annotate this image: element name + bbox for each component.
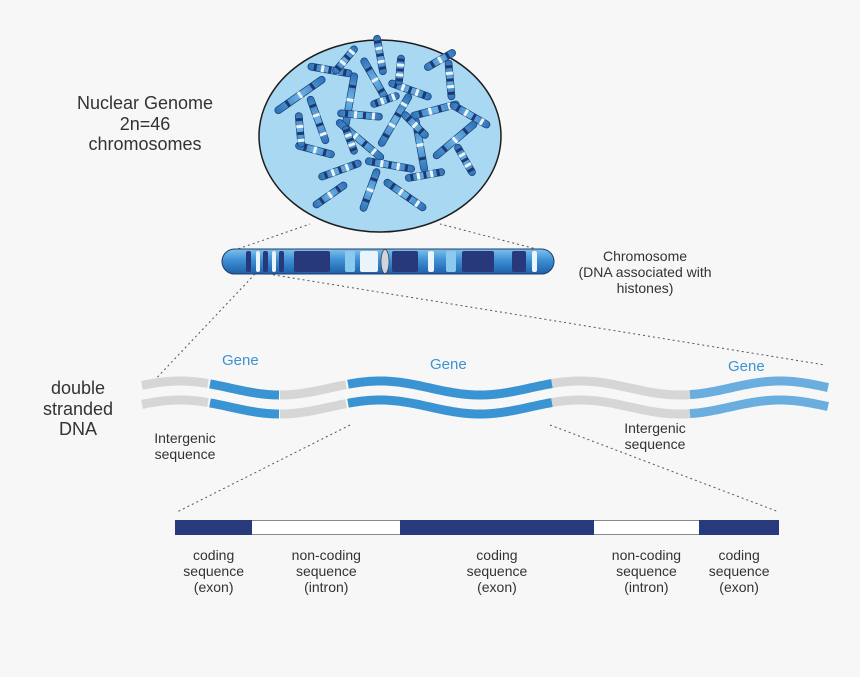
mini-chromosome (364, 157, 416, 173)
double-stranded-dna-label: double stranded DNA (42, 378, 114, 440)
mini-chromosome (449, 101, 491, 129)
chromosome-band (256, 251, 260, 272)
zoom-line (549, 424, 780, 513)
dna-strand-top (551, 376, 691, 400)
chromosome-cluster (274, 34, 491, 212)
chromosome-band (446, 251, 456, 272)
zoom-line (228, 223, 311, 253)
mini-chromosome (332, 45, 358, 75)
chromosome-band (392, 251, 418, 272)
dna-strand-bottom (551, 395, 691, 419)
chromosome-band (345, 251, 355, 272)
dna-strand-bottom (141, 395, 209, 409)
mini-chromosome (295, 141, 335, 159)
chromosome (221, 248, 555, 275)
dna-strand-top (141, 376, 209, 390)
intron-segment (252, 520, 401, 535)
intergenic-label-left: Intergenic sequence (154, 430, 216, 463)
dna-strand-bottom (347, 395, 553, 419)
dna-strand-top (347, 376, 553, 400)
mini-chromosome (377, 93, 413, 147)
chromosome-band (462, 251, 494, 272)
chromosome-band (263, 251, 268, 272)
mini-chromosome (359, 168, 381, 212)
chromosome-band (360, 251, 378, 272)
chromosome-band (294, 251, 330, 272)
exon-segment (400, 520, 594, 535)
zoom-line (149, 273, 256, 386)
gene-label-2: Gene (430, 356, 467, 373)
chromosome-band (512, 251, 526, 272)
mini-chromosome (404, 168, 446, 182)
dna-strand-bottom (209, 398, 280, 419)
chromosome-band (532, 251, 537, 272)
mini-chromosome (274, 75, 326, 115)
dna-strand-top (689, 376, 829, 400)
mini-chromosome (454, 144, 476, 176)
mini-chromosome (424, 49, 456, 71)
double-stranded-dna (141, 376, 829, 419)
exon-segment (699, 520, 779, 535)
dna-strand-top (279, 380, 347, 400)
mini-chromosome (383, 178, 427, 212)
zoom-line (176, 424, 351, 513)
centromere (380, 249, 390, 274)
mini-chromosome (337, 109, 383, 121)
mini-chromosome (294, 112, 306, 148)
zoom-line (267, 273, 826, 366)
gene-label-3: Gene (728, 358, 765, 375)
dna-strand-bottom (279, 399, 347, 419)
zoom-line (439, 223, 549, 253)
chromosome-band (272, 251, 276, 272)
mini-chromosome (401, 111, 429, 139)
chromosome-band (279, 251, 284, 272)
gene-structure-bar (175, 520, 779, 535)
gene-label-1: Gene (222, 352, 259, 369)
chromosome-band (428, 251, 434, 272)
chromosome-label: Chromosome (DNA associated with histones… (578, 248, 712, 297)
dna-strand-bottom (689, 395, 829, 419)
intergenic-label-right: Intergenic sequence (624, 420, 686, 453)
mini-chromosome (370, 92, 400, 108)
dna-strand-top (209, 379, 280, 400)
chromosome-band (246, 251, 251, 272)
mini-chromosome (318, 159, 362, 181)
mini-chromosome (395, 54, 405, 86)
mini-chromosome (306, 95, 330, 145)
mini-chromosome (373, 34, 387, 76)
mini-chromosome (342, 125, 358, 155)
mini-chromosome (444, 59, 456, 101)
nuclear-genome-label: Nuclear Genome 2n=46 chromosomes (76, 93, 214, 155)
mini-chromosome (312, 181, 348, 209)
exon-segment (175, 520, 253, 535)
intron-segment (593, 520, 700, 535)
